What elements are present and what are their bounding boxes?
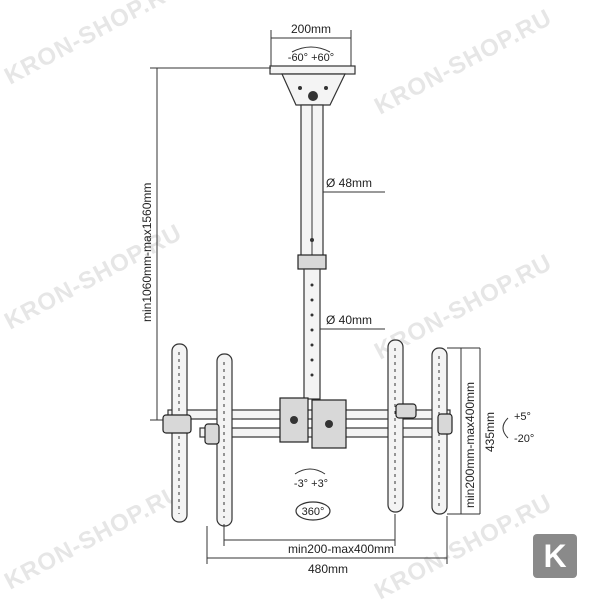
- vesa-horizontal-label: min200-max400mm: [288, 542, 394, 556]
- height-range-label: min1060mm-max1560mm: [140, 183, 154, 322]
- tilt-indicator: +5° -20°: [502, 411, 534, 445]
- lower-tube: [303, 268, 321, 400]
- logo-letter: K: [543, 538, 566, 574]
- tube-diameter-labels: Ø 48mm Ø 40mm: [320, 176, 385, 330]
- upper-tube-diameter-label: Ø 48mm: [326, 176, 372, 190]
- top-rotation-label: -60° +60°: [288, 52, 334, 64]
- central-hub: [279, 397, 347, 449]
- tilt-up-label: +5°: [514, 411, 531, 423]
- total-width-label: 480mm: [308, 562, 348, 576]
- watermark-text: KRON-SHOP.RU: [370, 4, 557, 120]
- top-plate-width-label: 200mm: [291, 22, 331, 36]
- arm-vertical-label: 435mm: [483, 412, 497, 452]
- left-bracket: [162, 343, 233, 527]
- watermark-group: KRON-SHOP.RU KRON-SHOP.RU KRON-SHOP.RU K…: [0, 0, 557, 600]
- ceiling-plate: [269, 65, 356, 106]
- right-bracket: [387, 339, 453, 515]
- watermark-text: KRON-SHOP.RU: [0, 0, 187, 90]
- bottom-width-dimension: min200-max400mm 480mm: [206, 514, 448, 576]
- watermark-text: KRON-SHOP.RU: [0, 479, 187, 595]
- rotation-360-badge: 360°: [295, 501, 331, 521]
- tilt-down-label: -20°: [514, 433, 534, 445]
- lower-tube-diameter-label: Ø 40mm: [326, 313, 372, 327]
- vesa-vertical-dimension: min200mm-max400mm 435mm: [447, 347, 497, 515]
- watermark-text: KRON-SHOP.RU: [0, 219, 187, 335]
- swivel-indicator: -3° +3°: [294, 468, 328, 490]
- vesa-vertical-label: min200mm-max400mm: [463, 382, 477, 508]
- swivel-label: -3° +3°: [294, 478, 328, 490]
- upper-tube: [297, 104, 327, 270]
- top-plate-dimension: 200mm -60° +60°: [270, 22, 352, 68]
- kron-logo: K: [533, 534, 577, 578]
- height-dimension: min1060mm-max1560mm: [140, 67, 271, 421]
- full-rotation-label: 360°: [302, 506, 325, 518]
